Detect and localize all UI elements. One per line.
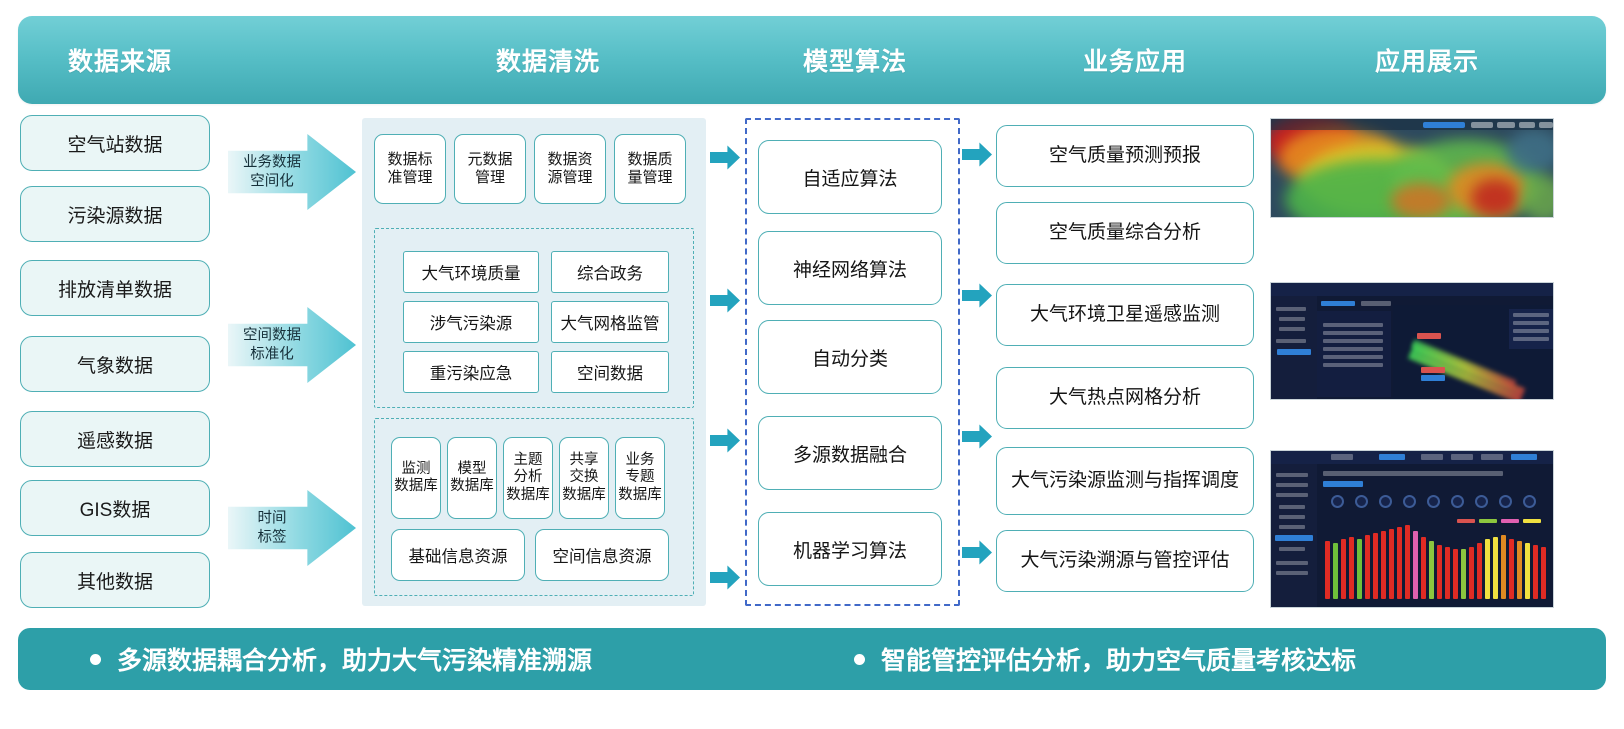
app-box-pollution-source-dispatch[interactable]: 大气污染源监测与指挥调度 [996, 447, 1254, 515]
database-group: 监测 数据库 模型 数据库 主题 分析 数据库 共享 交换 数据库 业务 专题 … [374, 418, 694, 596]
domain-box-grid-supervision[interactable]: 大气网格监管 [551, 301, 669, 343]
showcase-screenshot-satellite-dashboard[interactable] [1270, 282, 1554, 400]
flow-arrow-algo-to-app-1-icon [962, 142, 992, 167]
footer-item-2-label: 智能管控评估分析，助力空气质量考核达标 [881, 647, 1357, 675]
governance-box-data-quality[interactable]: 数据质 量管理 [614, 134, 686, 204]
algo-box-auto-classify[interactable]: 自动分类 [758, 320, 942, 394]
showcase-screenshot-pollution-bar-dashboard[interactable] [1270, 450, 1554, 608]
transform-arrow-standardization: 空间数据 标准化 [228, 307, 356, 383]
business-domain-group: 大气环境质量 综合政务 涉气污染源 大气网格监管 重污染应急 空间数据 [374, 228, 694, 408]
governance-box-metadata[interactable]: 元数据 管理 [454, 134, 526, 204]
source-box-gis[interactable]: GIS数据 [20, 480, 210, 536]
flow-arrow-cleaning-to-algo-1-icon [710, 145, 740, 170]
transform-arrow-label: 空间数据 标准化 [243, 327, 301, 362]
algo-box-neural-network[interactable]: 神经网络算法 [758, 231, 942, 305]
heatmap-map-image [1271, 119, 1553, 217]
db-box-model[interactable]: 模型 数据库 [447, 437, 497, 519]
db-box-monitoring[interactable]: 监测 数据库 [391, 437, 441, 519]
bullet-icon [854, 653, 865, 665]
footer-item-1: 多源数据耦合分析，助力大气污染精准溯源 [90, 641, 592, 677]
app-box-air-quality-analysis[interactable]: 空气质量综合分析 [996, 202, 1254, 264]
footer-item-1-label: 多源数据耦合分析，助力大气污染精准溯源 [117, 647, 593, 675]
db-box-shared-exchange[interactable]: 共享 交换 数据库 [559, 437, 609, 519]
governance-box-data-resource[interactable]: 数据资 源管理 [534, 134, 606, 204]
algo-box-adaptive[interactable]: 自适应算法 [758, 140, 942, 214]
source-box-remote-sensing[interactable]: 遥感数据 [20, 411, 210, 467]
source-box-pollution-source[interactable]: 污染源数据 [20, 186, 210, 242]
satellite-dashboard-image [1271, 283, 1553, 399]
algo-box-machine-learning[interactable]: 机器学习算法 [758, 512, 942, 586]
governance-box-data-standard[interactable]: 数据标 准管理 [374, 134, 446, 204]
transform-arrow-timestamp: 时间 标签 [228, 490, 356, 566]
domain-box-gas-pollution-source[interactable]: 涉气污染源 [403, 301, 539, 343]
transform-arrow-spatialization: 业务数据 空间化 [228, 134, 356, 210]
header-column-application-showcase: 应用展示 [1375, 48, 1480, 76]
domain-box-air-quality[interactable]: 大气环境质量 [403, 251, 539, 293]
app-box-hotspot-grid-analysis[interactable]: 大气热点网格分析 [996, 367, 1254, 429]
bullet-icon [90, 653, 101, 665]
flow-arrow-cleaning-to-algo-4-icon [710, 565, 740, 590]
pollution-bar-dashboard-image [1271, 451, 1553, 607]
flow-arrow-cleaning-to-algo-3-icon [710, 428, 740, 453]
transform-arrow-label: 时间 标签 [257, 510, 287, 545]
resource-box-spatial-info[interactable]: 空间信息资源 [535, 529, 669, 581]
footer-banner: 多源数据耦合分析，助力大气污染精准溯源 智能管控评估分析，助力空气质量考核达标 [18, 628, 1606, 690]
domain-box-integrated-affairs[interactable]: 综合政务 [551, 251, 669, 293]
db-box-business-thematic[interactable]: 业务 专题 数据库 [615, 437, 665, 519]
domain-box-spatial-data[interactable]: 空间数据 [551, 351, 669, 393]
source-box-other[interactable]: 其他数据 [20, 552, 210, 608]
domain-box-heavy-pollution-emergency[interactable]: 重污染应急 [403, 351, 539, 393]
resource-box-basic-info[interactable]: 基础信息资源 [391, 529, 525, 581]
app-box-traceability-assessment[interactable]: 大气污染溯源与管控评估 [996, 530, 1254, 592]
header-bar: 数据来源 数据清洗 模型算法 业务应用 应用展示 [18, 16, 1606, 104]
footer-item-2: 智能管控评估分析，助力空气质量考核达标 [854, 641, 1356, 677]
data-governance-row: 数据标 准管理 元数据 管理 数据资 源管理 数据质 量管理 [374, 134, 686, 204]
source-box-emission-inventory[interactable]: 排放清单数据 [20, 260, 210, 316]
data-cleaning-panel: 数据标 准管理 元数据 管理 数据资 源管理 数据质 量管理 大气环境质量 综合… [362, 118, 706, 606]
flow-arrow-algo-to-app-3-icon [962, 424, 992, 449]
app-box-satellite-remote-sensing[interactable]: 大气环境卫星遥感监测 [996, 284, 1254, 346]
algo-box-multi-source-fusion[interactable]: 多源数据融合 [758, 416, 942, 490]
source-box-air-station[interactable]: 空气站数据 [20, 115, 210, 171]
source-box-meteorological[interactable]: 气象数据 [20, 336, 210, 392]
header-column-data-cleaning: 数据清洗 [496, 48, 601, 76]
flow-arrow-algo-to-app-2-icon [962, 283, 992, 308]
header-column-business-application: 业务应用 [1083, 48, 1188, 76]
heatmap-toolbar [1271, 119, 1553, 130]
transform-arrow-label: 业务数据 空间化 [243, 154, 301, 189]
flow-arrow-cleaning-to-algo-2-icon [710, 288, 740, 313]
header-column-model-algorithm: 模型算法 [803, 48, 908, 76]
header-column-data-source: 数据来源 [68, 48, 173, 76]
flow-arrow-algo-to-app-4-icon [962, 540, 992, 565]
db-box-thematic-analysis[interactable]: 主题 分析 数据库 [503, 437, 553, 519]
app-box-air-quality-forecast[interactable]: 空气质量预测预报 [996, 125, 1254, 187]
model-algorithm-panel [745, 118, 960, 606]
showcase-screenshot-air-quality-heatmap[interactable] [1270, 118, 1554, 218]
